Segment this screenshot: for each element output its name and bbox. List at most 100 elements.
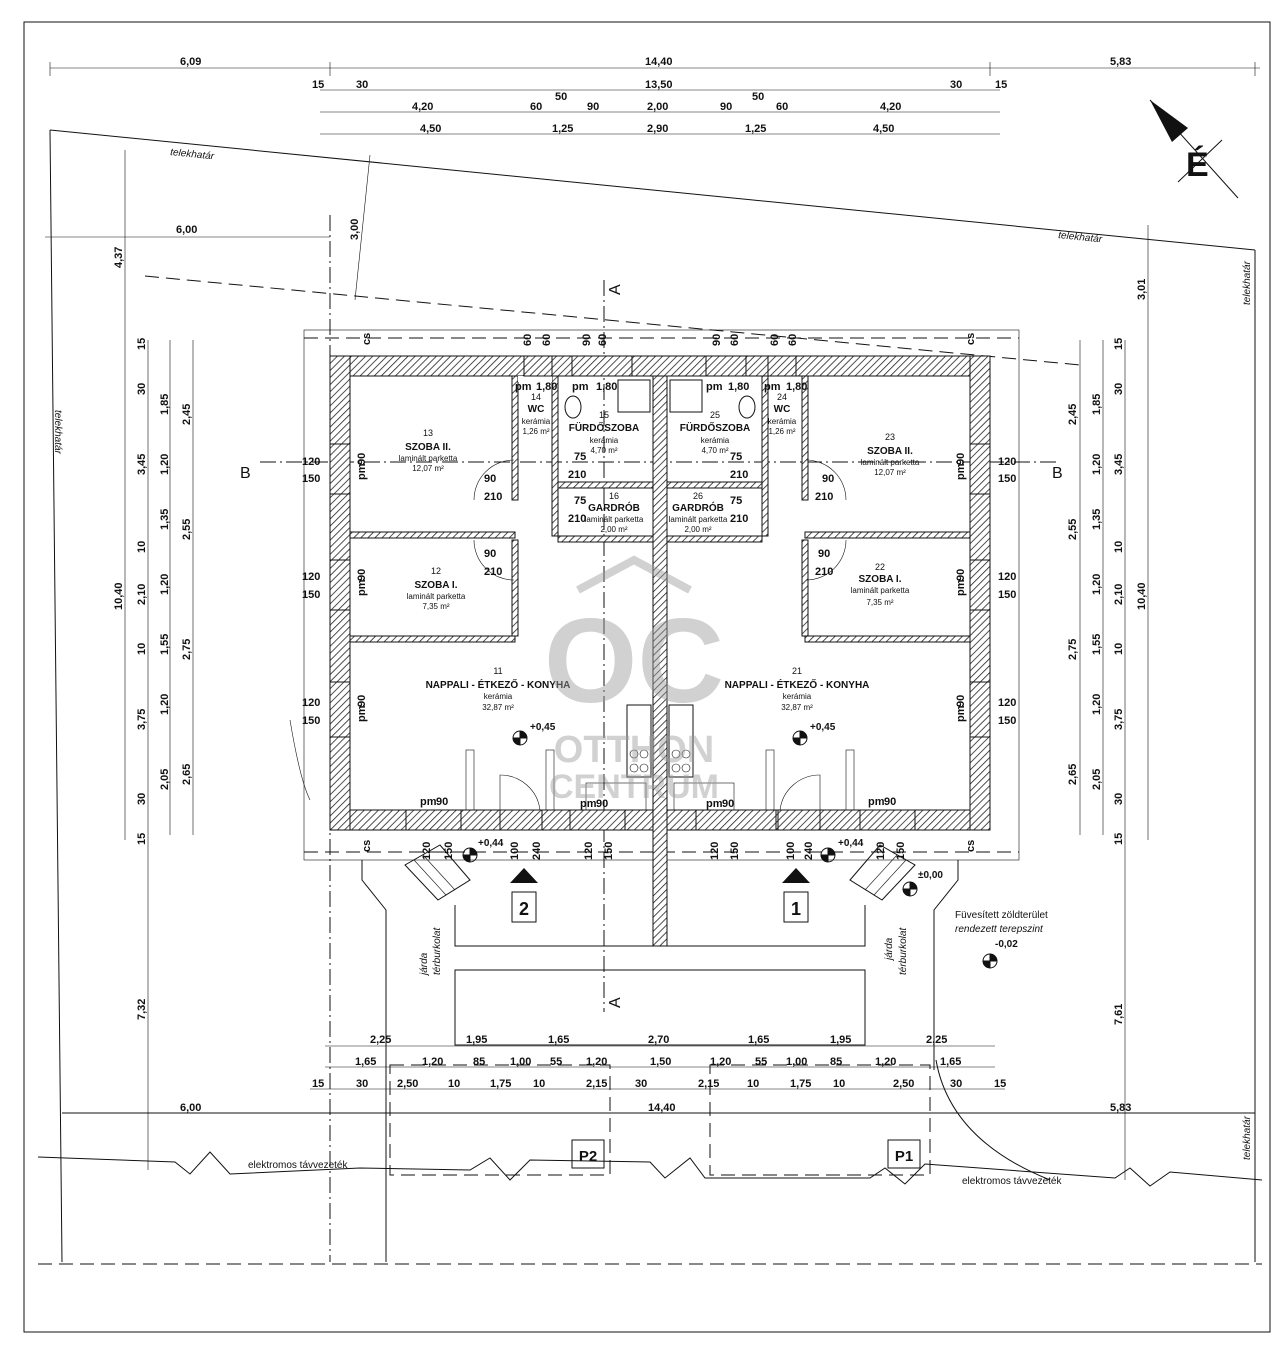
dim-top2-4: 15 <box>995 79 1007 91</box>
dim-top4-1: 1,25 <box>552 123 573 135</box>
svg-text:2,25: 2,25 <box>926 1034 947 1046</box>
svg-text:120: 120 <box>421 842 433 860</box>
boundary-label-top-right: telekhatár <box>1058 230 1103 245</box>
svg-text:7,35 m²: 7,35 m² <box>866 598 893 607</box>
svg-text:GARDRÓB: GARDRÓB <box>672 501 724 514</box>
dim-left-mid-4: 2,10 <box>136 584 148 605</box>
right-dimensions: 2,45 2,55 2,75 2,65 1,85 1,20 1,35 1,20 … <box>1067 225 1149 1180</box>
svg-text:1,50: 1,50 <box>650 1056 671 1068</box>
svg-text:1,65: 1,65 <box>748 1034 769 1046</box>
svg-text:5,83: 5,83 <box>1110 1102 1131 1114</box>
dim-top2-3: 30 <box>950 79 962 91</box>
dim-left-mid-3: 10 <box>136 541 148 553</box>
level-marker-ground: ±0,00 <box>902 870 943 897</box>
sidewalk-label-left: járda <box>419 952 430 977</box>
svg-text:60: 60 <box>787 334 799 346</box>
dim-top3-4: 2,00 <box>647 101 668 113</box>
walls <box>329 355 991 947</box>
svg-text:120: 120 <box>709 842 721 860</box>
svg-text:+0,44: +0,44 <box>838 838 864 849</box>
left-dimensions: 4,37 10,40 7,32 15 30 3,45 10 2,10 10 3,… <box>113 150 194 1170</box>
svg-text:21: 21 <box>792 666 802 676</box>
power-line-label-right: elektromos távvezeték <box>962 1176 1062 1187</box>
dim-top1-1: 14,40 <box>645 56 673 68</box>
svg-text:90: 90 <box>822 473 834 485</box>
svg-text:1,26 m²: 1,26 m² <box>768 427 795 436</box>
svg-text:kerámia: kerámia <box>484 692 513 701</box>
svg-text:30: 30 <box>356 1078 368 1090</box>
svg-text:pm: pm <box>356 705 368 722</box>
dim-left-innermost-3: 2,65 <box>181 764 193 785</box>
svg-text:90: 90 <box>818 548 830 560</box>
svg-text:WC: WC <box>528 404 545 415</box>
dim-top1-2: 5,83 <box>1110 56 1131 68</box>
svg-text:75: 75 <box>574 495 586 507</box>
svg-text:90: 90 <box>711 334 723 346</box>
svg-text:10: 10 <box>833 1078 845 1090</box>
dim-left-inner-4: 1,55 <box>159 634 171 655</box>
dim-right-mid-4: 2,10 <box>1113 584 1125 605</box>
svg-text:210: 210 <box>568 513 586 525</box>
entrance-1-label: 1 <box>791 899 801 919</box>
svg-text:1,80: 1,80 <box>728 381 749 393</box>
svg-text:14: 14 <box>531 392 541 402</box>
svg-text:150: 150 <box>443 842 455 860</box>
svg-text:90: 90 <box>722 798 734 810</box>
top-dimensions: 6,09 14,40 5,83 15 30 13,50 30 15 4,20 6… <box>49 56 1260 135</box>
level-marker-floor-right: +0,45 <box>792 722 836 746</box>
svg-text:120: 120 <box>998 697 1016 709</box>
sanitary-fixtures <box>465 379 855 811</box>
svg-text:10: 10 <box>533 1078 545 1090</box>
svg-text:32,87 m²: 32,87 m² <box>781 703 813 712</box>
svg-text:30: 30 <box>635 1078 647 1090</box>
svg-text:+0,44: +0,44 <box>478 838 504 849</box>
svg-text:60: 60 <box>522 334 534 346</box>
svg-text:pm: pm <box>580 798 597 810</box>
svg-text:210: 210 <box>484 566 502 578</box>
dim-top3-5: 90 <box>720 101 732 113</box>
svg-text:14,40: 14,40 <box>648 1102 676 1114</box>
boundary-label-right-bottom: telekhatár <box>1242 1115 1253 1160</box>
sidewalk-label-right: járda <box>884 937 895 962</box>
svg-text:4,70 m²: 4,70 m² <box>701 446 728 455</box>
svg-text:1,00: 1,00 <box>510 1056 531 1068</box>
dim-right-innermost-3: 2,65 <box>1067 764 1079 785</box>
svg-text:pm: pm <box>955 463 967 480</box>
svg-text:pm: pm <box>764 381 781 393</box>
entrance-2-label: 2 <box>519 899 529 919</box>
svg-text:120: 120 <box>998 456 1016 468</box>
door-swings <box>289 459 847 811</box>
svg-text:SZOBA II.: SZOBA II. <box>405 442 451 453</box>
svg-text:laminált parketta: laminált parketta <box>407 592 466 601</box>
dim-left-innermost-2: 2,75 <box>181 639 193 660</box>
svg-text:4,70 m²: 4,70 m² <box>590 446 617 455</box>
room-23: 23 SZOBA II. laminált parketta 12,07 m² <box>861 432 920 477</box>
north-label: É <box>1186 146 1209 184</box>
svg-text:150: 150 <box>998 589 1016 601</box>
dim-top3-3: 90 <box>587 101 599 113</box>
svg-text:12,07 m²: 12,07 m² <box>874 468 906 477</box>
dim-top3-0: 4,20 <box>412 101 433 113</box>
parking-2-label: P2 <box>579 1148 597 1165</box>
svg-text:90: 90 <box>884 796 896 808</box>
svg-text:2,15: 2,15 <box>698 1078 719 1090</box>
svg-text:1,00: 1,00 <box>786 1056 807 1068</box>
level-marker-entrance-right: +0,44 <box>820 838 864 863</box>
entrance-steps-left <box>404 844 471 901</box>
dim-right-mid-5: 10 <box>1113 643 1125 655</box>
svg-text:pm: pm <box>706 381 723 393</box>
svg-text:laminált parketta: laminált parketta <box>851 586 910 595</box>
svg-text:±0,00: ±0,00 <box>918 870 943 881</box>
svg-text:12: 12 <box>431 566 441 576</box>
room-14: 14 WC kerámia 1,26 m² <box>522 392 551 436</box>
level-marker-entrance-left: +0,44 <box>462 838 504 863</box>
otthon-centrum-watermark: OC OTTHON CENTRUM <box>544 555 724 806</box>
dim-right-innermost-2: 2,75 <box>1067 639 1079 660</box>
dim-left-mid-5: 10 <box>136 643 148 655</box>
svg-text:1,80: 1,80 <box>596 381 617 393</box>
svg-text:120: 120 <box>583 842 595 860</box>
dim-top3-7: 60 <box>776 101 788 113</box>
svg-text:2,50: 2,50 <box>397 1078 418 1090</box>
svg-text:210: 210 <box>568 469 586 481</box>
svg-text:15: 15 <box>312 1078 324 1090</box>
